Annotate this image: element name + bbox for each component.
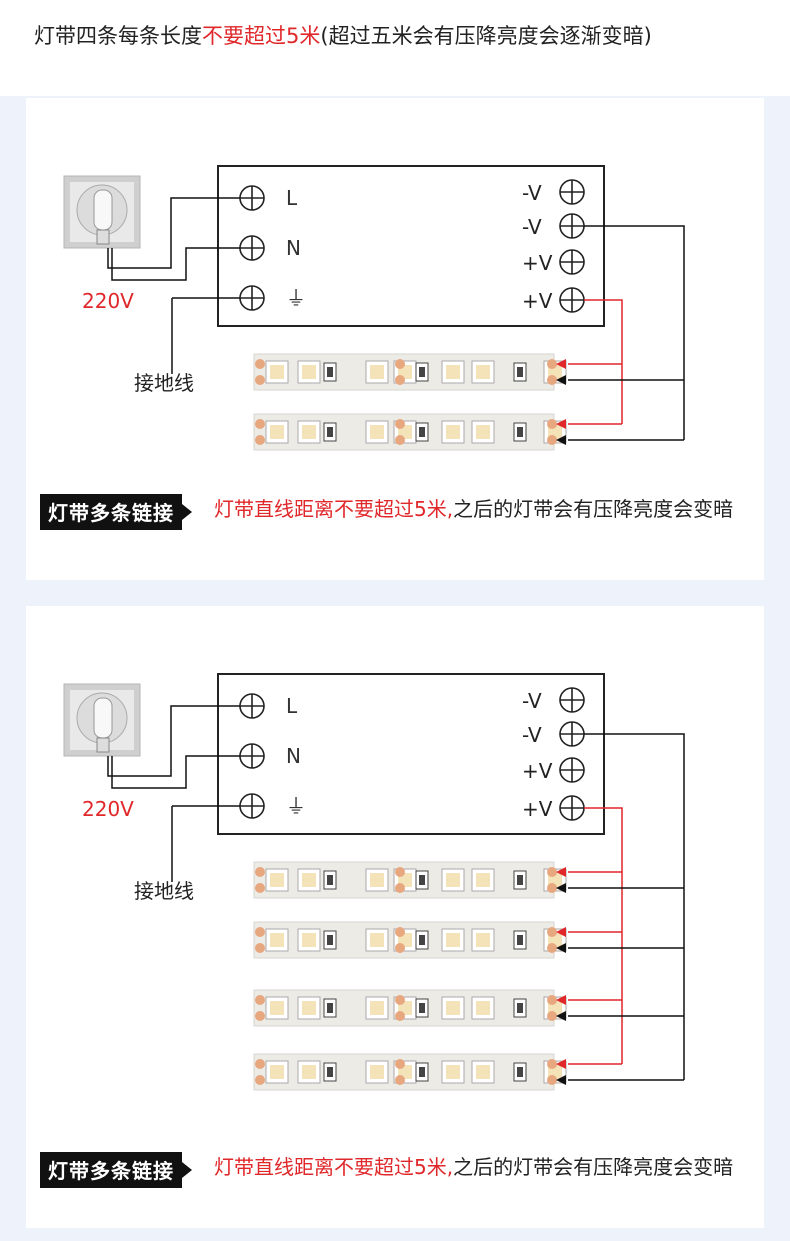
terminal-label-right: -V	[522, 723, 542, 747]
terminal-screw-icon	[559, 287, 585, 313]
page-title: 灯带四条每条长度不要超过5米(超过五米会有压降亮度会逐渐变暗)	[34, 20, 652, 50]
title-prefix: 灯带四条每条长度	[34, 24, 202, 48]
voltage-label: 220V	[82, 797, 134, 821]
badge-label: 灯带多条链接	[40, 1152, 192, 1188]
wiring-panel-two-strips: L N ⏚ -V -V +V +V 220V 接地线 灯带多条链接 灯带直线距离不要超过5米,之…	[26, 98, 764, 580]
page-header: 灯带四条每条长度不要超过5米(超过五米会有压降亮度会逐渐变暗)	[0, 0, 790, 96]
note-red: 灯带直线距离不要超过5米,	[214, 1155, 454, 1179]
led-strip	[253, 353, 567, 391]
led-strip	[253, 413, 567, 451]
wire-positive-bus	[584, 807, 623, 1064]
terminal-label-left: N	[286, 744, 301, 768]
arrow-head	[556, 375, 566, 385]
wire-ground	[171, 297, 240, 374]
title-highlight: 不要超过5米	[202, 24, 321, 48]
terminal-label-left: L	[286, 186, 298, 210]
terminal-label-left: L	[286, 694, 298, 718]
wire-live	[107, 705, 240, 777]
terminal-screw-icon	[559, 687, 585, 713]
arrow-head	[556, 1011, 566, 1021]
voltage-label: 220V	[82, 289, 134, 313]
arrow-head	[556, 419, 566, 429]
note-rest: 之后的灯带会有压降亮度会变暗	[453, 1155, 734, 1179]
arrow-head	[556, 435, 566, 445]
terminal-screw-icon	[239, 285, 265, 311]
terminal-label-left: N	[286, 236, 301, 260]
note-text: 灯带直线距离不要超过5米,之后的灯带会有压降亮度会变暗	[214, 494, 754, 524]
led-strip	[253, 989, 567, 1027]
terminal-label-right: -V	[522, 689, 542, 713]
terminal-screw-icon	[559, 213, 585, 239]
arrow-head	[556, 359, 566, 369]
wire-ground	[171, 805, 240, 882]
terminal-screw-icon	[559, 757, 585, 783]
terminal-label-right: +V	[522, 797, 553, 821]
arrow-head	[556, 883, 566, 893]
arrow-head	[556, 995, 566, 1005]
terminal-label-right: +V	[522, 251, 553, 275]
terminal-label-right: -V	[522, 181, 542, 205]
terminal-screw-icon	[239, 693, 265, 719]
arrow-head	[556, 1059, 566, 1069]
ground-label: 接地线	[134, 879, 194, 903]
wiring-diagram: L N ⏚ -V -V +V +V 220V 接地线	[63, 165, 685, 451]
power-socket-icon	[63, 683, 141, 757]
terminal-label-right: +V	[522, 759, 553, 783]
wiring-panel-four-strips: L N ⏚ -V -V +V +V 220V 接地线 灯带多条链接 灯带直线距离不要超过5米,之…	[26, 606, 764, 1228]
wire-neutral	[111, 247, 240, 281]
wire-negative-bus	[584, 733, 685, 1080]
terminal-screw-icon	[559, 249, 585, 275]
note-rest: 之后的灯带会有压降亮度会变暗	[453, 497, 734, 521]
terminal-label-left: ⏚	[286, 286, 306, 310]
terminal-screw-icon	[559, 721, 585, 747]
wire-negative-bus	[584, 225, 685, 440]
terminal-screw-icon	[559, 795, 585, 821]
arrow-head	[556, 927, 566, 937]
wiring-diagram: L N ⏚ -V -V +V +V 220V 接地线	[63, 673, 685, 1091]
terminal-label-right: -V	[522, 215, 542, 239]
terminal-screw-icon	[239, 793, 265, 819]
arrow-head	[556, 867, 566, 877]
power-socket-icon	[63, 175, 141, 249]
ground-label: 接地线	[134, 371, 194, 395]
power-supply-box	[217, 673, 605, 835]
terminal-screw-icon	[239, 185, 265, 211]
led-strip	[253, 861, 567, 899]
title-suffix: (超过五米会有压降亮度会逐渐变暗)	[320, 24, 652, 48]
terminal-label-left: ⏚	[286, 794, 306, 818]
wire-live	[107, 197, 240, 269]
arrow-head	[556, 943, 566, 953]
led-strip	[253, 1053, 567, 1091]
terminal-screw-icon	[239, 743, 265, 769]
badge-label: 灯带多条链接	[40, 494, 192, 530]
note-red: 灯带直线距离不要超过5米,	[214, 497, 454, 521]
terminal-screw-icon	[559, 179, 585, 205]
wire-positive-bus	[584, 299, 623, 424]
terminal-label-right: +V	[522, 289, 553, 313]
note-text: 灯带直线距离不要超过5米,之后的灯带会有压降亮度会变暗	[214, 1152, 754, 1182]
power-supply-box	[217, 165, 605, 327]
wire-neutral	[111, 755, 240, 789]
led-strip	[253, 921, 567, 959]
arrow-head	[556, 1075, 566, 1085]
terminal-screw-icon	[239, 235, 265, 261]
